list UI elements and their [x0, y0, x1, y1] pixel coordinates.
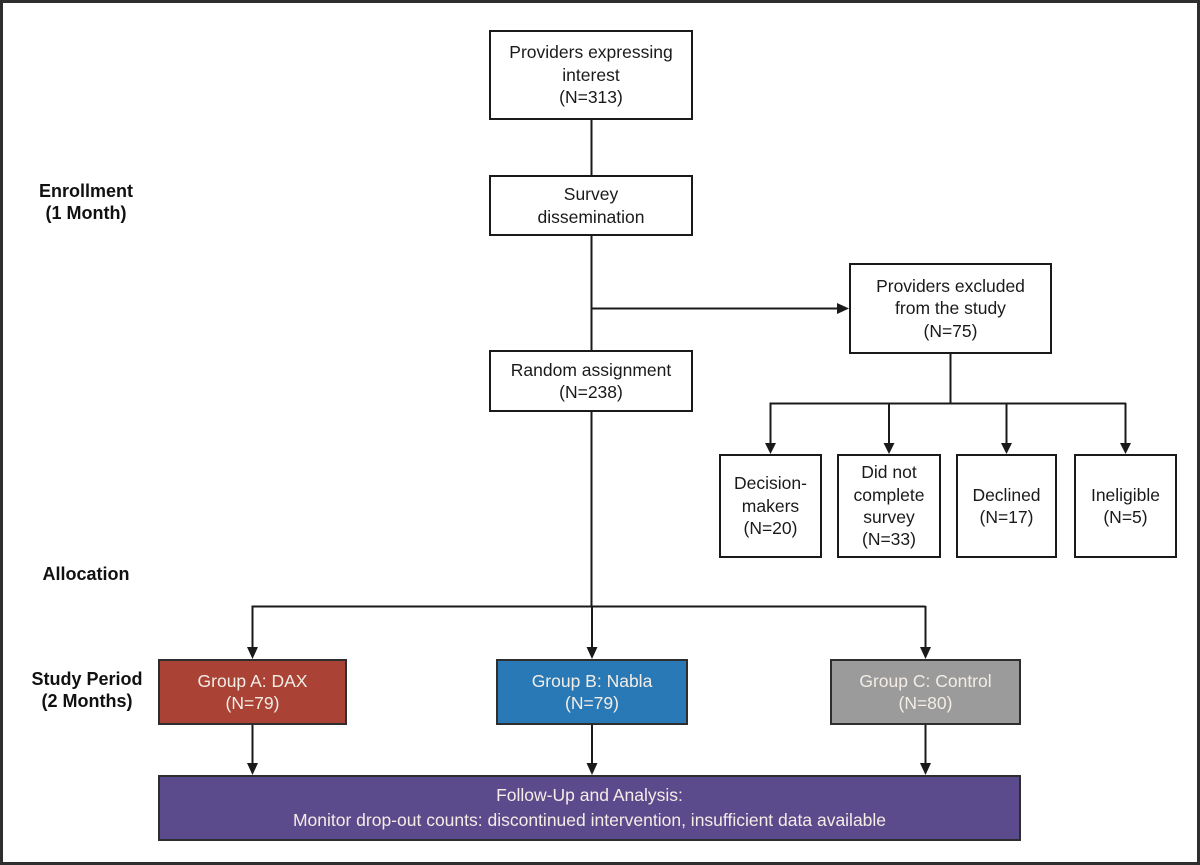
arrowhead-decision-makers: [765, 443, 776, 454]
node-random-assignment: Random assignment (N=238): [489, 350, 693, 412]
node-survey-dissemination-label: Survey dissemination: [537, 184, 645, 227]
node-providers-interest-label: Providers expressing interest (N=313): [509, 42, 673, 108]
node-providers-excluded-label: Providers excluded from the study (N=75): [876, 275, 1025, 341]
connector-layer: [247, 118, 1131, 775]
arrowhead-did-not-complete: [883, 443, 895, 454]
node-followup-analysis: Follow-Up and Analysis: Monitor drop-out…: [158, 775, 1021, 841]
node-declined: Declined (N=17): [956, 454, 1057, 558]
node-group-c: Group C: Control (N=80): [830, 659, 1021, 725]
node-decision-makers-label: Decision- makers (N=20): [734, 473, 807, 539]
node-group-c-label: Group C: Control (N=80): [859, 670, 992, 713]
arrowhead-group-b: [586, 647, 598, 659]
node-group-b-label: Group B: Nabla (N=79): [531, 670, 653, 713]
node-declined-label: Declined (N=17): [972, 484, 1041, 527]
node-followup-analysis-label: Follow-Up and Analysis: Monitor drop-out…: [292, 784, 887, 830]
arrowhead-followup-b: [586, 763, 598, 775]
stage-label-enrollment: Enrollment (1 Month): [38, 181, 133, 224]
node-random-assignment-label: Random assignment (N=238): [510, 359, 672, 402]
node-survey-dissemination: Survey dissemination: [489, 175, 693, 236]
stage-label-allocation: Allocation: [42, 564, 130, 584]
node-decision-makers: Decision- makers (N=20): [719, 454, 822, 558]
node-providers-excluded: Providers excluded from the study (N=75): [849, 263, 1052, 354]
node-did-not-complete-label: Did not complete survey (N=33): [853, 462, 925, 550]
arrowhead-group-a: [247, 647, 258, 659]
node-did-not-complete: Did not complete survey (N=33): [837, 454, 941, 558]
arrowhead-excluded: [837, 303, 849, 314]
arrowhead-followup-a: [247, 763, 258, 775]
arrowhead-group-c: [920, 647, 931, 659]
arrowhead-followup-c: [920, 763, 931, 775]
node-group-a: Group A: DAX (N=79): [158, 659, 347, 725]
node-group-b: Group B: Nabla (N=79): [496, 659, 688, 725]
arrowhead-ineligible: [1120, 443, 1131, 454]
node-providers-interest: Providers expressing interest (N=313): [489, 30, 693, 120]
node-group-a-label: Group A: DAX (N=79): [197, 670, 308, 713]
stage-label-study-period: Study Period (2 Months): [31, 669, 143, 712]
node-ineligible-label: Ineligible (N=5): [1090, 484, 1161, 527]
arrowhead-declined: [1001, 443, 1012, 454]
node-ineligible: Ineligible (N=5): [1074, 454, 1177, 558]
